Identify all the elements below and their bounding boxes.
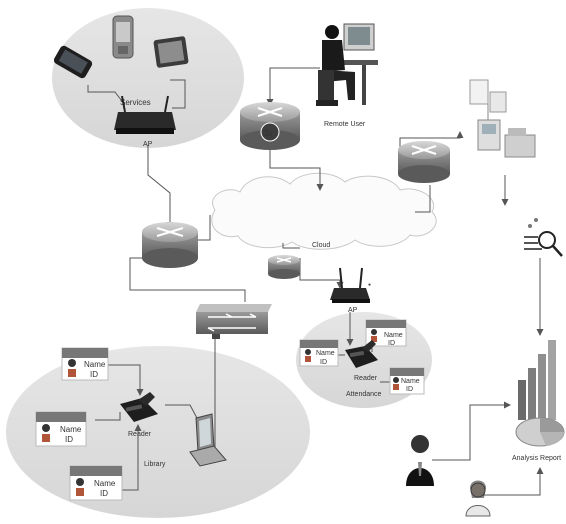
laptop-icon xyxy=(189,413,227,467)
svg-text:Name: Name xyxy=(60,425,82,434)
ap-mid-label: AP xyxy=(348,307,358,314)
id-card-library-1: Name ID xyxy=(61,347,109,381)
person-female-icon xyxy=(465,480,491,517)
smartphone-icon xyxy=(53,45,93,79)
id-card-attendance-3: Name ID xyxy=(389,367,425,395)
svg-text:ID: ID xyxy=(65,435,73,444)
router-si-badge: Si xyxy=(264,128,272,138)
magnifier-analysis-icon xyxy=(524,218,563,257)
remote-user-icon xyxy=(316,23,378,106)
svg-text:Name: Name xyxy=(94,479,116,488)
wireless-ap-mid-icon: ● xyxy=(330,267,371,303)
person-male-icon xyxy=(406,435,434,486)
svg-text:Name: Name xyxy=(384,332,403,339)
analysis-report-label: Analysis Report xyxy=(512,455,561,462)
svg-text:Name: Name xyxy=(401,378,420,385)
svg-text:Name: Name xyxy=(84,360,106,369)
svg-text:ID: ID xyxy=(388,340,395,347)
card-reader-library-icon xyxy=(120,392,158,422)
id-card-library-2: Name ID xyxy=(35,411,87,447)
network-switch-icon xyxy=(196,304,272,339)
card-reader-attendance-icon xyxy=(345,340,378,368)
services-label: Services xyxy=(120,98,151,107)
id-card-library-3: Name ID xyxy=(69,465,123,501)
svg-text:●: ● xyxy=(368,282,371,288)
router-si-icon: Si xyxy=(240,102,300,150)
remote-user-label: Remote User xyxy=(324,121,366,128)
svg-text:Name: Name xyxy=(316,350,335,357)
id-card-attendance-1: Name ID xyxy=(299,339,339,367)
mobile-phone-icon xyxy=(112,15,134,59)
router-right-icon xyxy=(398,141,450,183)
analysis-chart-icon xyxy=(515,340,565,447)
server-rack-icon xyxy=(469,79,536,158)
tablet-icon xyxy=(153,36,189,68)
attendance-label: Attendance xyxy=(346,391,382,398)
ap-top-label: AP xyxy=(143,141,153,148)
reader-attendance-label: Reader xyxy=(354,375,378,382)
router-small-icon xyxy=(268,255,300,279)
router-left-icon xyxy=(142,222,198,268)
cloud-icon xyxy=(211,172,437,250)
reader-library-label: Reader xyxy=(128,431,152,438)
library-label: Library xyxy=(144,461,166,468)
svg-text:ID: ID xyxy=(90,370,98,379)
svg-text:ID: ID xyxy=(100,489,108,498)
devices-group xyxy=(52,8,244,148)
svg-text:ID: ID xyxy=(406,386,413,393)
wireless-ap-top-icon xyxy=(114,95,176,134)
cloud-label: Cloud xyxy=(312,242,330,249)
svg-text:ID: ID xyxy=(320,359,327,366)
